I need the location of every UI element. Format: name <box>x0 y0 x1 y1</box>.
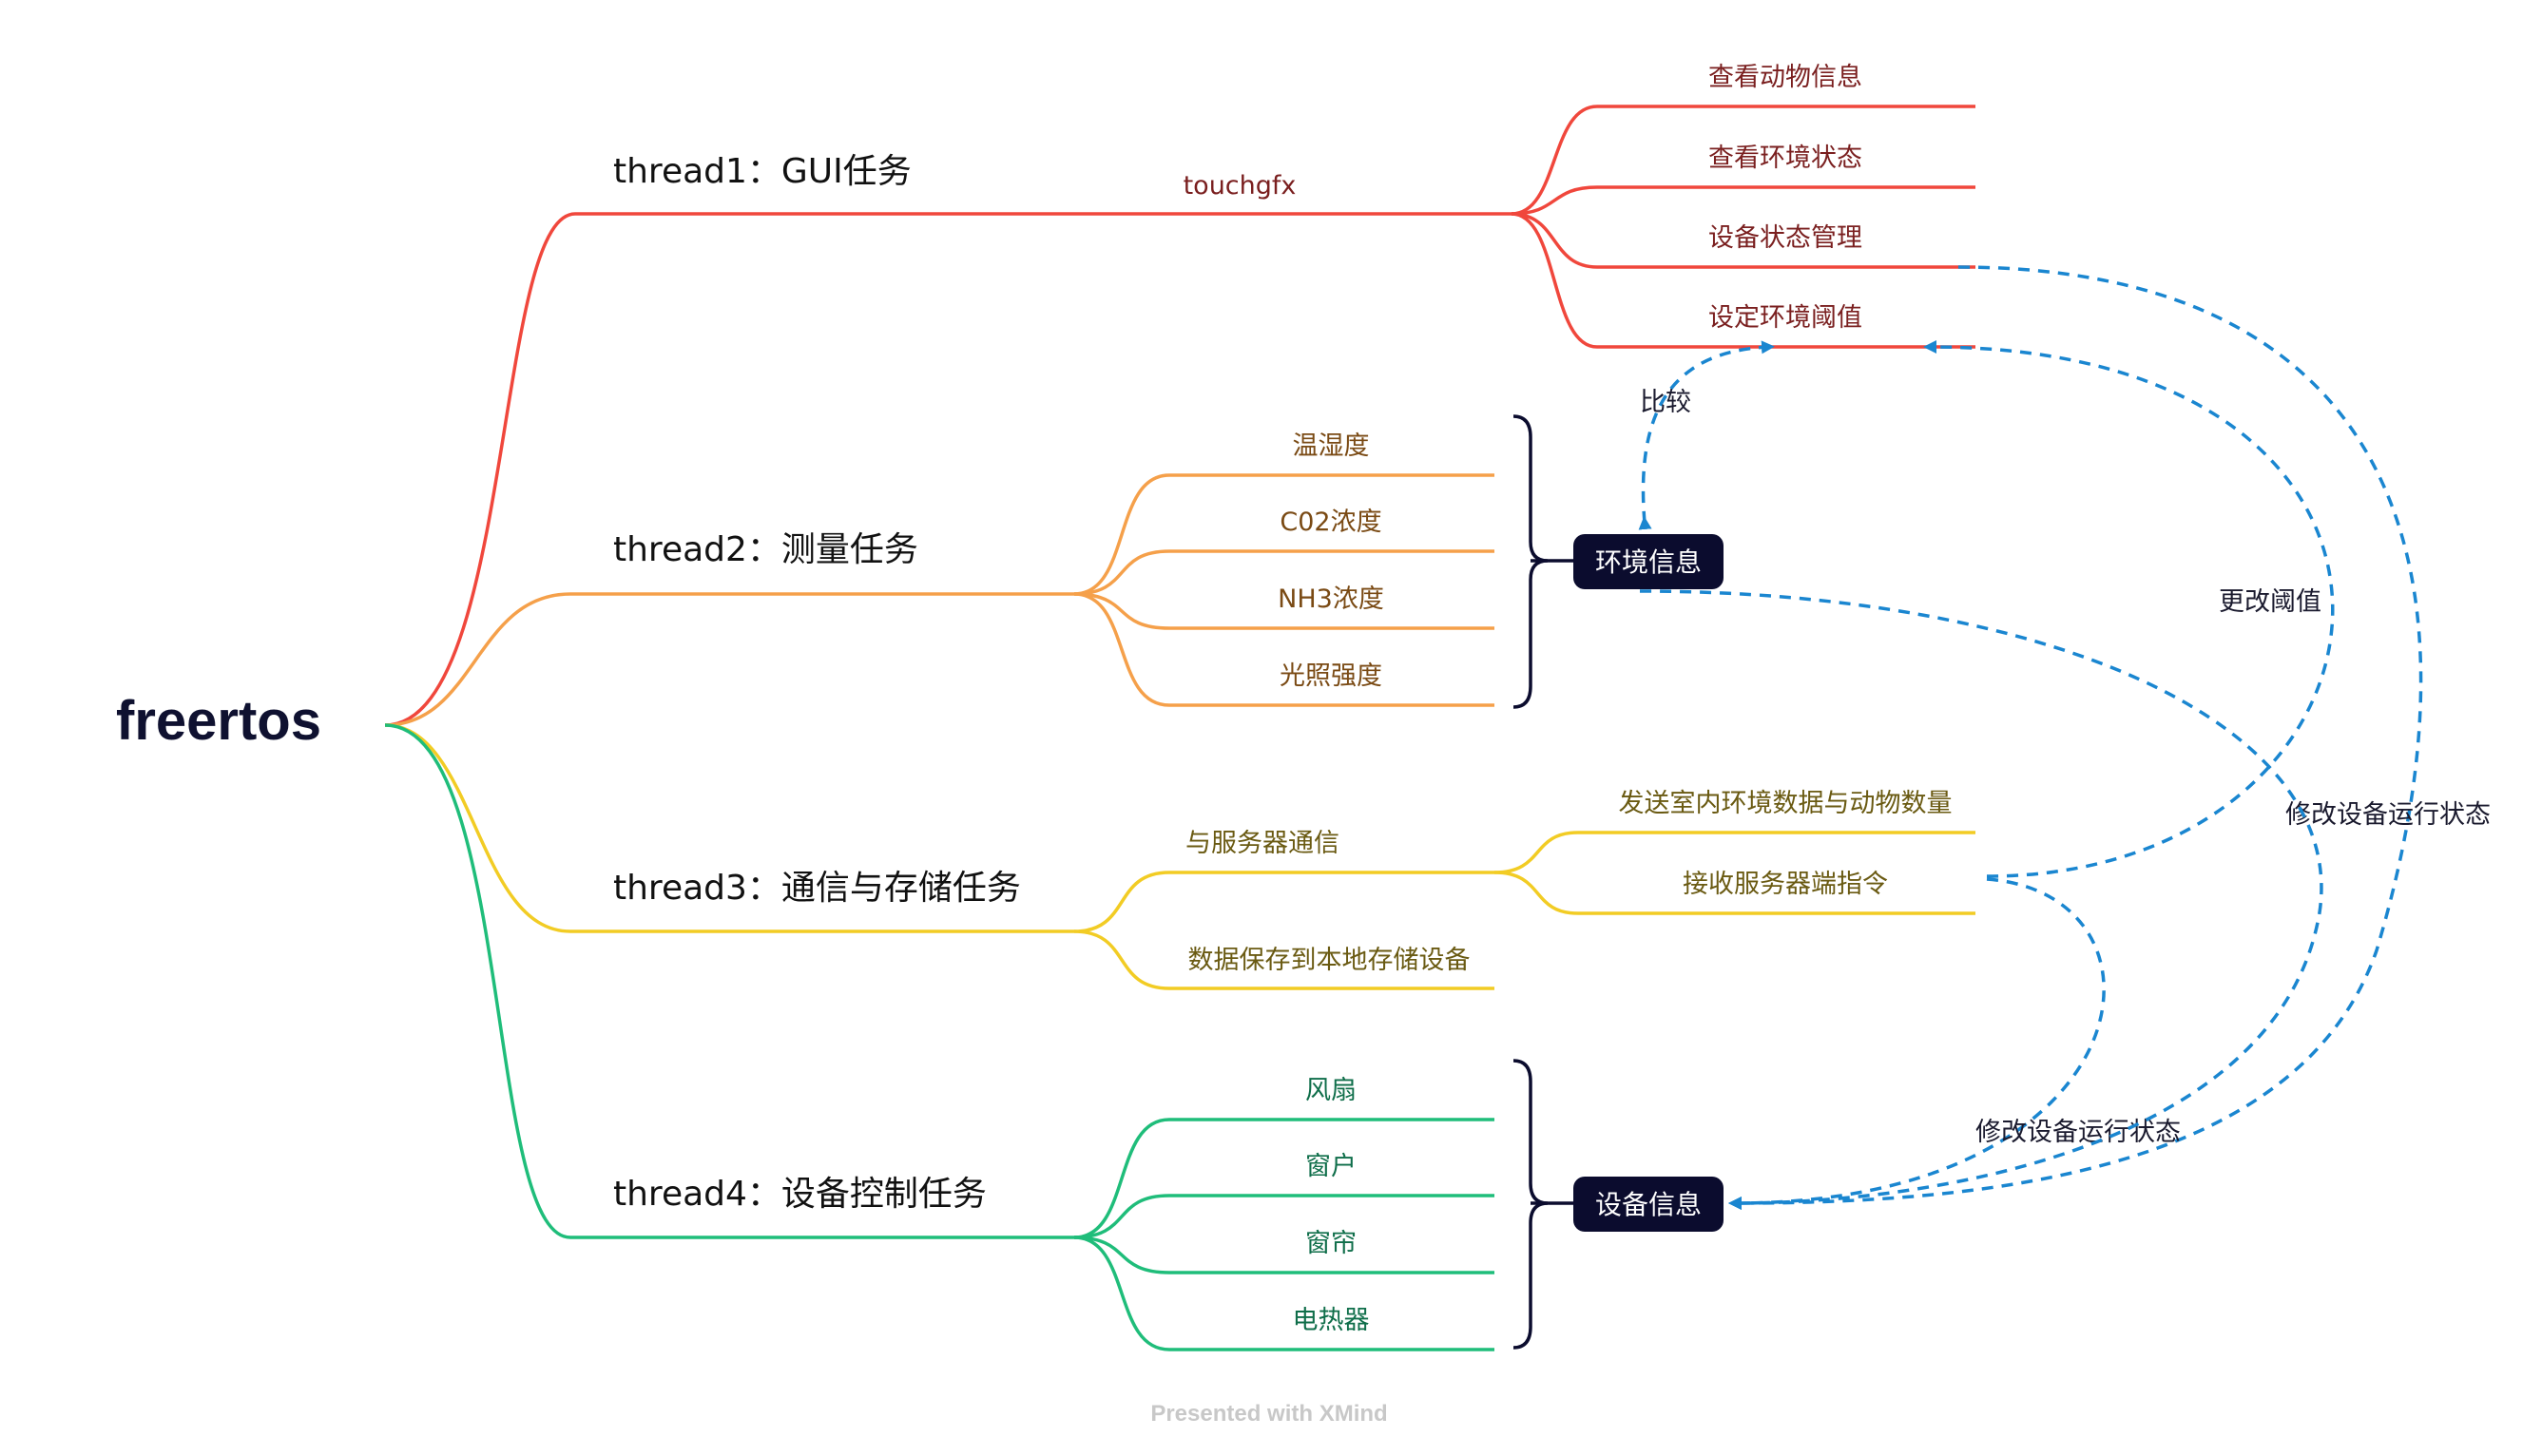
thread1-child-label[interactable]: 查看动物信息 <box>1708 63 1862 92</box>
thread4-child-connector <box>1073 1236 1494 1351</box>
relation-label: 更改阈值 <box>2219 587 2321 617</box>
thread1-child-connector <box>1511 185 1975 216</box>
thread4-child-label[interactable]: 窗帘 <box>1305 1229 1357 1258</box>
thread3-child-label[interactable]: 与服务器通信 <box>1185 829 1339 858</box>
thread3-child-label[interactable]: 数据保存到本地存储设备 <box>1188 946 1471 975</box>
thread1-branch-label[interactable]: touchgfx <box>1184 171 1297 201</box>
thread3-child-connector <box>1073 871 1494 933</box>
relation-modify-device-gui[interactable] <box>1728 265 2423 1210</box>
device-info-label: 设备信息 <box>1595 1189 1702 1220</box>
thread4-connector <box>384 723 1074 1239</box>
relation-change-threshold[interactable] <box>1923 340 2335 878</box>
thread3-label[interactable]: thread3：通信与存储任务 <box>613 869 1021 908</box>
relation-compare[interactable] <box>1638 340 1775 530</box>
thread3-grandchild-label[interactable]: 发送室内环境数据与动物数量 <box>1619 789 1953 818</box>
thread3-grandchild-label[interactable]: 接收服务器端指令 <box>1683 870 1888 899</box>
thread2-child-label[interactable]: 光照强度 <box>1280 661 1382 691</box>
thread1-connector <box>384 212 1074 727</box>
relation-label: 比较 <box>1640 388 1691 417</box>
thread4-child-label[interactable]: 电热器 <box>1293 1306 1370 1335</box>
thread2-child-label[interactable]: C02浓度 <box>1280 508 1381 537</box>
thread4-child-label[interactable]: 窗户 <box>1305 1152 1357 1181</box>
relation-modify-device-server[interactable] <box>1728 877 2106 1210</box>
env-info-label: 环境信息 <box>1595 546 1702 578</box>
thread2-child-connector <box>1073 549 1494 596</box>
thread2-child-connector <box>1073 473 1494 596</box>
thread3-child-connector <box>1073 929 1494 990</box>
footer-watermark: Presented with XMind <box>1150 1401 1387 1427</box>
thread2-child-connector <box>1073 592 1494 707</box>
thread3-connector <box>384 723 1074 933</box>
thread2-child-label[interactable]: 温湿度 <box>1293 431 1370 461</box>
thread2-label[interactable]: thread2：测量任务 <box>613 530 918 569</box>
relation-env-to-device[interactable] <box>1639 589 2323 1210</box>
device-info-box[interactable] <box>1573 1177 1724 1232</box>
thread1-label[interactable]: thread1：GUI任务 <box>613 152 912 191</box>
thread2-child-label[interactable]: NH3浓度 <box>1278 584 1384 614</box>
thread1-child-label[interactable]: 设定环境阈值 <box>1708 303 1862 333</box>
root-topic[interactable]: freertos <box>116 690 321 752</box>
thread3-grandchild-connector <box>1493 871 1975 915</box>
thread4-label[interactable]: thread4：设备控制任务 <box>613 1175 987 1214</box>
thread2-child-connector <box>1073 592 1494 630</box>
env-info-box[interactable] <box>1573 534 1724 589</box>
thread1-child-connector <box>1511 212 1975 269</box>
relation-label: 修改设备运行状态 <box>2285 800 2491 830</box>
thread4-child-connector <box>1073 1236 1494 1274</box>
thread1-child-connector <box>1511 212 1975 349</box>
thread4-child-connector <box>1073 1194 1494 1239</box>
thread2-connector <box>384 592 1074 727</box>
thread1-child-label[interactable]: 设备状态管理 <box>1708 223 1862 253</box>
thread4-child-label[interactable]: 风扇 <box>1305 1076 1357 1105</box>
thread3-grandchild-connector <box>1493 831 1975 874</box>
relation-label: 修改设备运行状态 <box>1975 1118 2181 1147</box>
thread4-child-connector <box>1073 1118 1494 1239</box>
thread1-child-label[interactable]: 查看环境状态 <box>1708 144 1862 173</box>
thread1-child-connector <box>1511 105 1975 216</box>
